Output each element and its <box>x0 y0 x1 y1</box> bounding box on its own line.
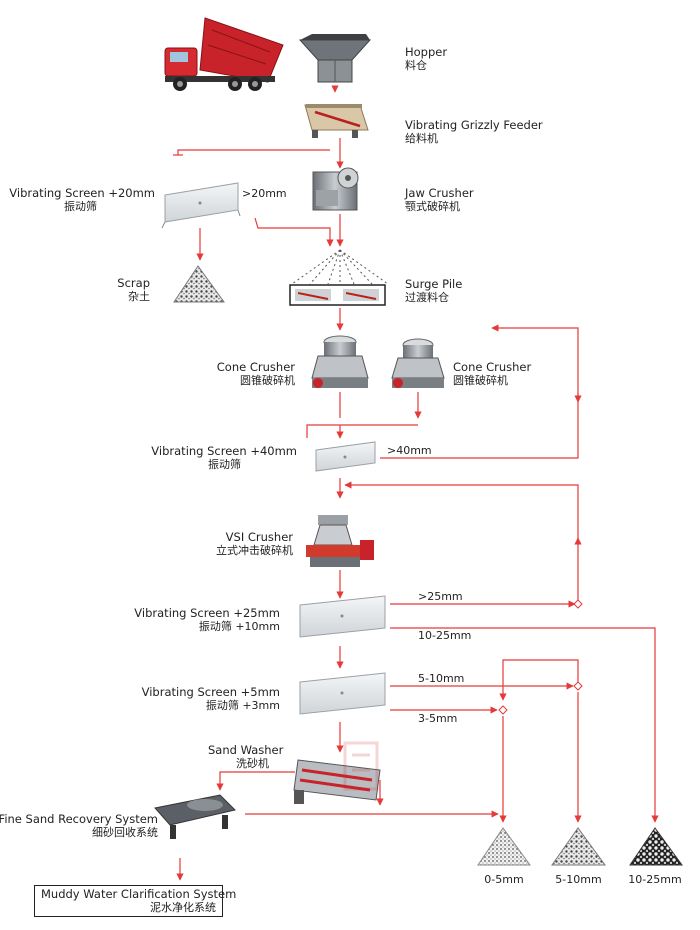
sand-washer-label: Sand Washer 洗砂机 <box>208 743 283 771</box>
screen-4-label-zh: 振动筛 +3mm <box>205 699 280 712</box>
surge-pile-label-en: Surge Pile <box>405 277 463 291</box>
vibrating-screen-2-icon <box>315 441 376 472</box>
sand-washer-label-zh: 洗砂机 <box>236 757 269 770</box>
screen-4-output-3-5-label: 3-5mm <box>418 712 458 725</box>
surge-pile-icon <box>289 249 389 306</box>
fine-sand-recovery-label-zh: 细砂回收系统 <box>92 826 158 839</box>
sand-washer-label-en: Sand Washer <box>208 743 284 757</box>
hopper-label-en: Hopper <box>405 45 448 59</box>
cone-crusher-2-label: Cone Crusher 圆锥破碎机 <box>453 360 531 388</box>
hopper-label-zh: 料仓 <box>405 59 427 72</box>
watermark-logo-icon <box>343 741 379 791</box>
screen-3-label: Vibrating Screen +25mm 振动筛 +10mm <box>134 606 280 634</box>
screen-3-output-10-25-label: 10-25mm <box>418 629 472 642</box>
scrap-label-zh: 杂土 <box>128 290 150 303</box>
cone-crusher-1-icon <box>311 335 369 388</box>
screen-1-label-en: Vibrating Screen +20mm <box>9 186 155 200</box>
jaw-crusher-label: Jaw Crusher 颚式破碎机 <box>405 186 474 214</box>
muddy-water-clarification-label-en: Muddy Water Clarification System <box>41 887 237 901</box>
muddy-water-clarification-label: Muddy Water Clarification System 泥水净化系统 <box>34 885 237 917</box>
jaw-crusher-label-en: Jaw Crusher <box>405 186 474 200</box>
screen-3-label-en: Vibrating Screen +25mm <box>134 606 280 620</box>
feeder-label: Vibrating Grizzly Feeder 给料机 <box>405 118 543 146</box>
screen-3-label-zh: 振动筛 +10mm <box>198 620 280 633</box>
flow-arrows <box>173 85 659 881</box>
sand-washer-icon <box>293 759 381 804</box>
cone-crusher-2-icon <box>391 338 445 388</box>
vsi-crusher-label: VSI Crusher 立式冲击破碎机 <box>216 530 293 558</box>
vsi-crusher-icon <box>306 515 374 567</box>
hopper-label: Hopper 料仓 <box>405 45 447 73</box>
scrap-pile-icon <box>173 265 225 303</box>
screen-2-output-label: >40mm <box>387 444 432 457</box>
pile-0-5mm-icon <box>477 827 531 866</box>
vsi-crusher-label-zh: 立式冲击破碎机 <box>216 544 293 557</box>
cone-crusher-1-label-zh: 圆锥破碎机 <box>240 374 295 387</box>
jaw-crusher-label-zh: 颚式破碎机 <box>405 200 460 213</box>
fine-sand-recovery-icon <box>154 794 236 839</box>
screen-1-output-label: >20mm <box>242 187 287 200</box>
screen-4-output-5-10-label: 5-10mm <box>418 672 465 685</box>
feeder-label-en: Vibrating Grizzly Feeder <box>405 118 543 132</box>
screen-4-label-en: Vibrating Screen +5mm <box>141 685 280 699</box>
hopper-icon <box>298 34 372 83</box>
pile-10-25mm-label: 10-25mm <box>628 873 682 886</box>
screen-2-label-en: Vibrating Screen +40mm <box>151 444 297 458</box>
fine-sand-recovery-label-en: Fine Sand Recovery System <box>0 812 158 826</box>
surge-pile-label-zh: 过渡料仓 <box>405 291 449 304</box>
screen-4-label: Vibrating Screen +5mm 振动筛 +3mm <box>142 685 280 713</box>
screen-2-label: Vibrating Screen +40mm 振动筛 <box>151 444 297 472</box>
jaw-crusher-icon <box>312 167 359 211</box>
vibrating-screen-4-icon <box>299 672 386 715</box>
vibrating-grizzly-feeder-icon <box>304 104 369 138</box>
pile-0-5mm-label: 0-5mm <box>484 873 524 886</box>
cone-crusher-2-label-zh: 圆锥破碎机 <box>453 374 508 387</box>
vsi-crusher-label-en: VSI Crusher <box>225 530 293 544</box>
surge-pile-label: Surge Pile 过渡料仓 <box>405 277 462 305</box>
screen-2-label-zh: 振动筛 <box>208 458 241 471</box>
cone-crusher-2-label-en: Cone Crusher <box>453 360 532 374</box>
vibrating-screen-1-icon <box>161 182 241 229</box>
cone-crusher-1-label-en: Cone Crusher <box>216 360 295 374</box>
pile-10-25mm-icon <box>629 827 683 866</box>
cone-crusher-1-label: Cone Crusher 圆锥破碎机 <box>217 360 295 388</box>
vibrating-screen-3-icon <box>299 595 386 638</box>
pile-5-10mm-label: 5-10mm <box>555 873 602 886</box>
pile-5-10mm-icon <box>551 827 606 866</box>
screen-1-label-zh: 振动筛 <box>64 200 97 213</box>
dump-truck-icon <box>164 17 284 91</box>
screen-3-output-25-label: >25mm <box>418 590 463 603</box>
scrap-label: Scrap 杂土 <box>117 276 150 304</box>
fine-sand-recovery-label: Fine Sand Recovery System 细砂回收系统 <box>0 812 158 840</box>
feeder-label-zh: 给料机 <box>405 132 438 145</box>
muddy-water-clarification-label-zh: 泥水净化系统 <box>150 901 216 914</box>
scrap-label-en: Scrap <box>117 276 150 290</box>
screen-1-label: Vibrating Screen +20mm 振动筛 <box>9 186 155 214</box>
junction-markers <box>498 599 583 715</box>
